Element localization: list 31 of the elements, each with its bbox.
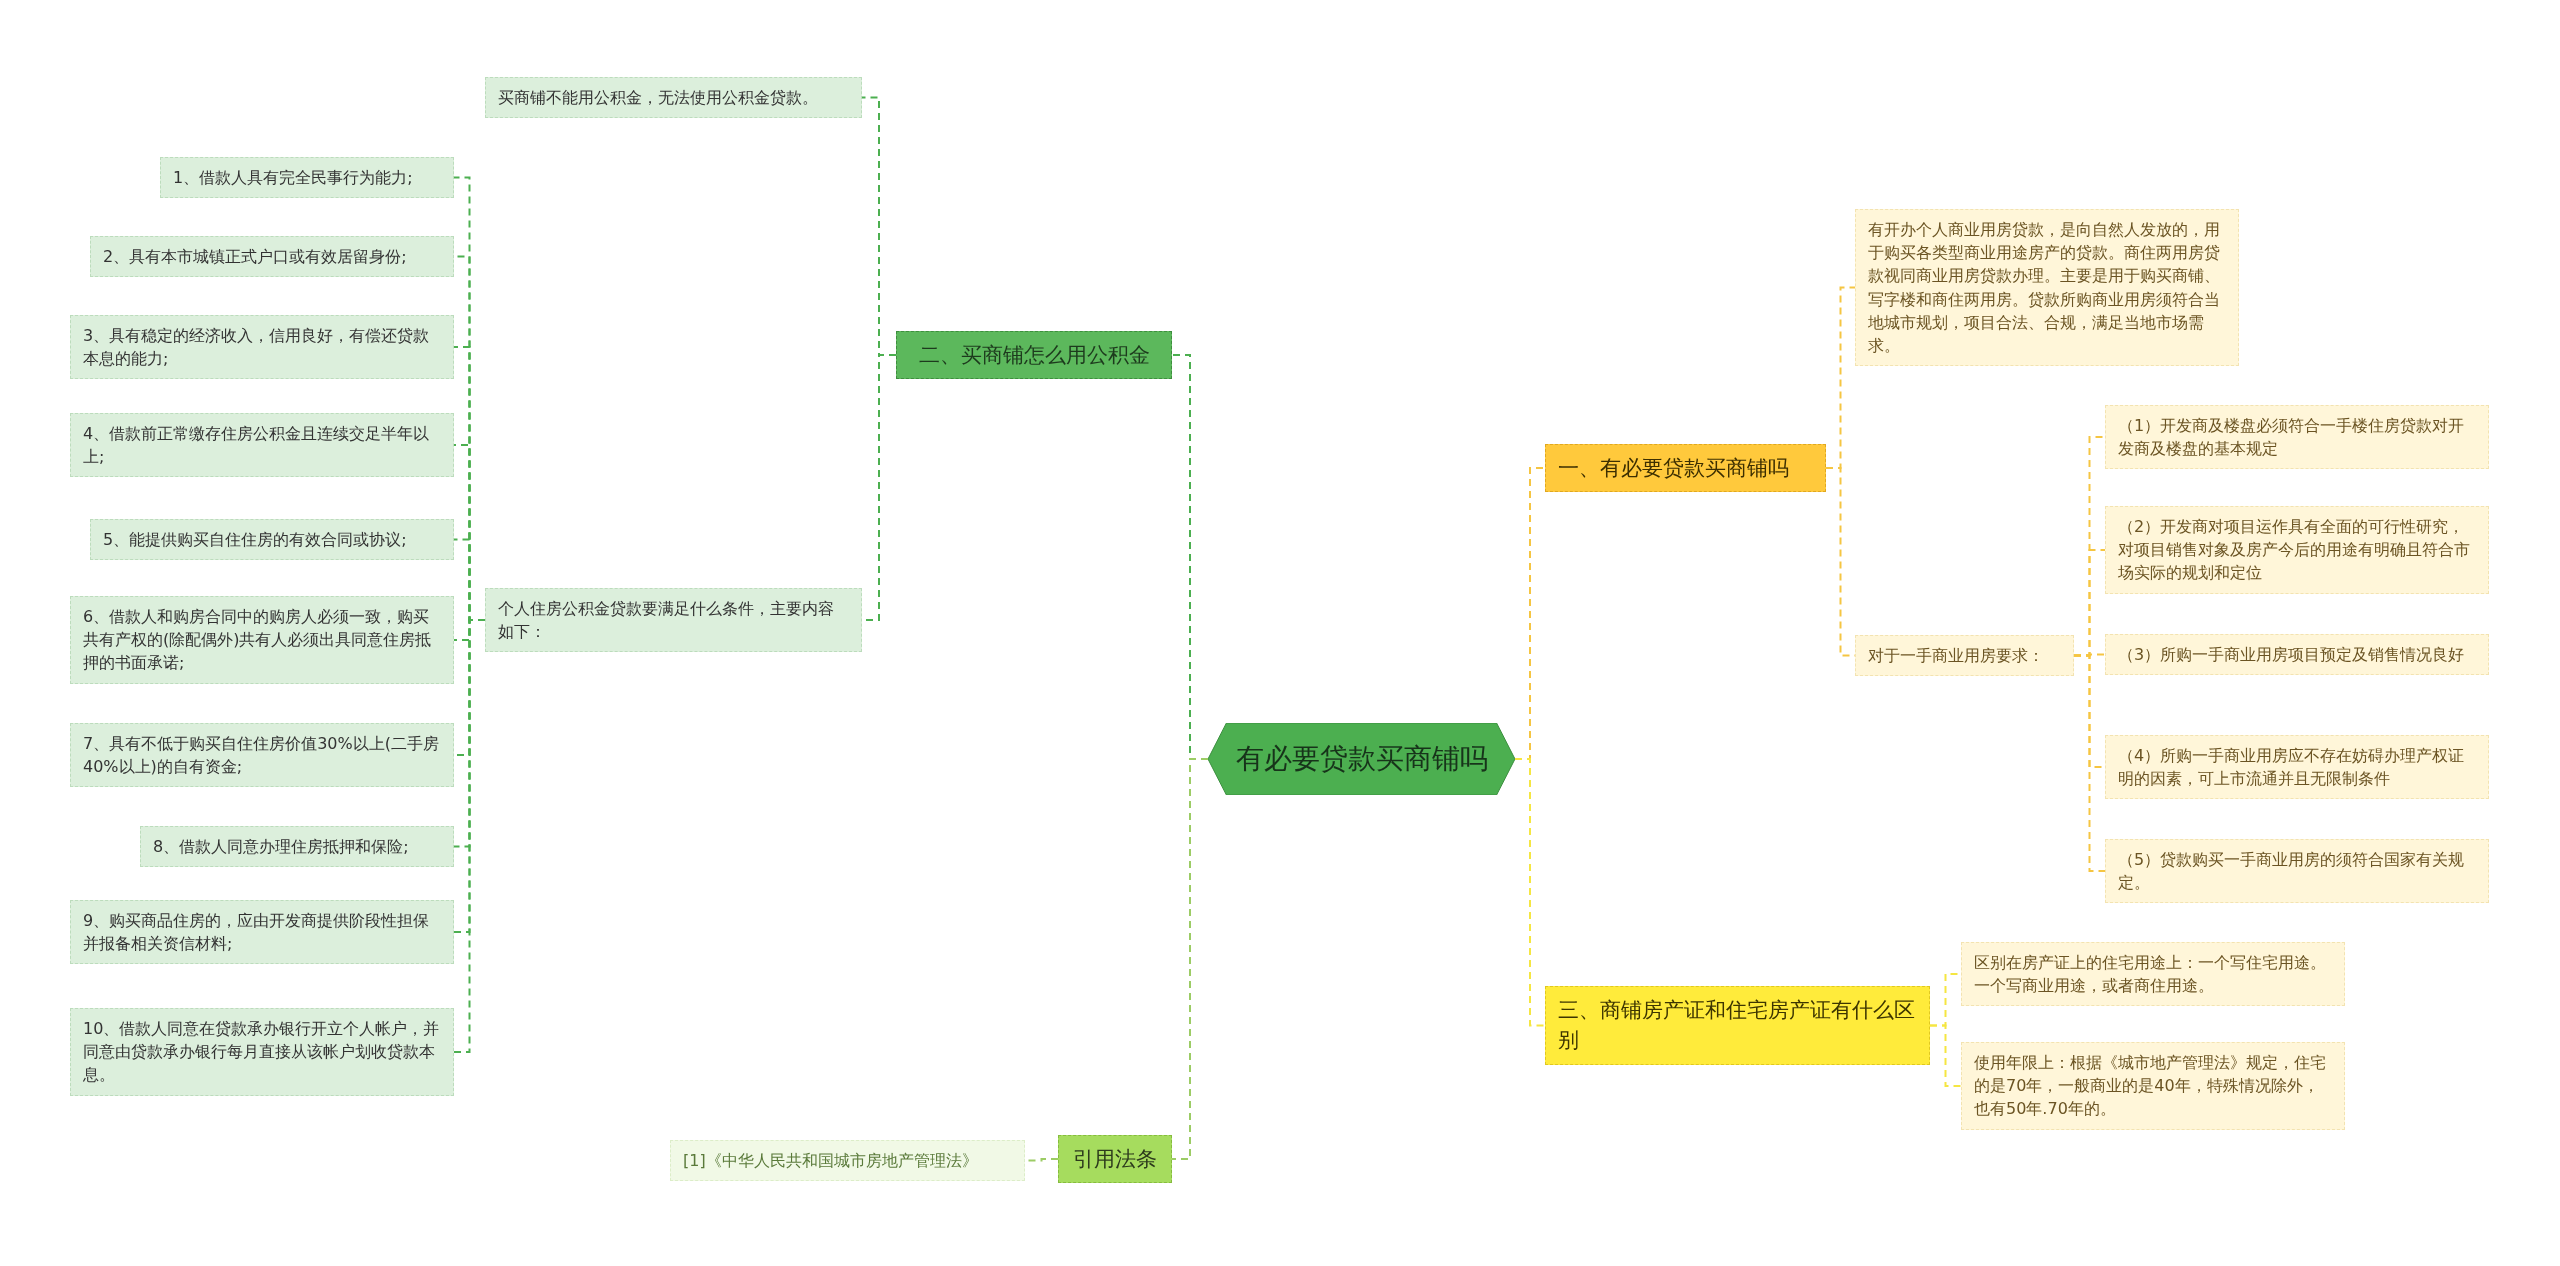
topic-box: 2、具有本市城镇正式户口或有效居留身份; <box>90 236 454 278</box>
topic-box: 8、借款人同意办理住房抵押和保险; <box>140 826 454 868</box>
topic-box: 二、买商铺怎么用公积金 <box>896 331 1172 380</box>
topic-box: （3）所购一手商业用房项目预定及销售情况良好 <box>2105 634 2489 676</box>
connector-line <box>1929 1024 1962 1087</box>
topic-box: （5）贷款购买一手商业用房的须符合国家有关规定。 <box>2105 839 2489 904</box>
topic-box: 区别在房产证上的住宅用途上：一个写住宅用途。一个写商业用途，或者商住用途。 <box>1961 942 2345 1007</box>
topic-box: 4、借款前正常缴存住房公积金且连续交足半年以上; <box>70 413 454 478</box>
topic-box: （4）所购一手商业用房应不存在妨碍办理产权证明的因素，可上市流通并且无限制条件 <box>2105 735 2489 800</box>
topic-box: 1、借款人具有完全民事行为能力; <box>160 157 454 199</box>
topic-box: 对于一手商业用房要求： <box>1855 635 2074 677</box>
topic-box: 有开办个人商业用房贷款，是向自然人发放的，用于购买各类型商业用途房产的贷款。商住两用房贷款视同商业用房贷款办理。主要是用于购买商铺、写字楼和商住两用房。贷款所购商业用房须符合当地城市规划，项目合法、合规，满足当地市场需求。 <box>1855 209 2239 367</box>
topic-box: 7、具有不低于购买自住住房价值30%以上(二手房40%以上)的自有资金; <box>70 723 454 788</box>
topic-box: （1）开发商及楼盘必须符合一手楼住房贷款对开发商及楼盘的基本规定 <box>2105 405 2489 470</box>
topic-box: 三、商铺房产证和住宅房产证有什么区别 <box>1545 986 1930 1065</box>
central-topic-text: 有必要贷款买商铺吗 <box>1235 741 1488 777</box>
topic-box: 使用年限上：根据《城市地产管理法》规定，住宅的是70年，一般商业的是40年，特殊情况除外，也有50年.70年的。 <box>1961 1042 2345 1130</box>
topic-box: 个人住房公积金贷款要满足什么条件，主要内容如下： <box>485 588 862 653</box>
topic-box: 5、能提供购买自住住房的有效合同或协议; <box>90 519 454 561</box>
topic-box: 3、具有稳定的经济收入，信用良好，有偿还贷款本息的能力; <box>70 315 454 380</box>
connector-line <box>2073 654 2106 872</box>
topic-box: [1]《中华人民共和国城市房地产管理法》 <box>670 1140 1025 1182</box>
connector-line <box>1171 758 1209 1160</box>
topic-box: 引用法条 <box>1058 1135 1172 1184</box>
topic-box: 买商铺不能用公积金，无法使用公积金贷款。 <box>485 77 862 119</box>
topic-box: （2）开发商对项目运作具有全面的可行性研究，对项目销售对象及房产今后的用途有明确且符合市场实际的规划和定位 <box>2105 506 2489 594</box>
topic-box: 6、借款人和购房合同中的购房人必须一致，购买共有产权的(除配偶外)共有人必须出具同意住房抵押的书面承诺; <box>70 596 454 684</box>
connector-line <box>1514 758 1546 1027</box>
topic-box: 一、有必要贷款买商铺吗 <box>1545 444 1826 493</box>
topic-box: 9、购买商品住房的，应由开发商提供阶段性担保并报备相关资信材料; <box>70 900 454 965</box>
topic-box: 10、借款人同意在贷款承办银行开立个人帐户，并同意由贷款承办银行每月直接从该帐户划收贷款本息。 <box>70 1008 454 1096</box>
